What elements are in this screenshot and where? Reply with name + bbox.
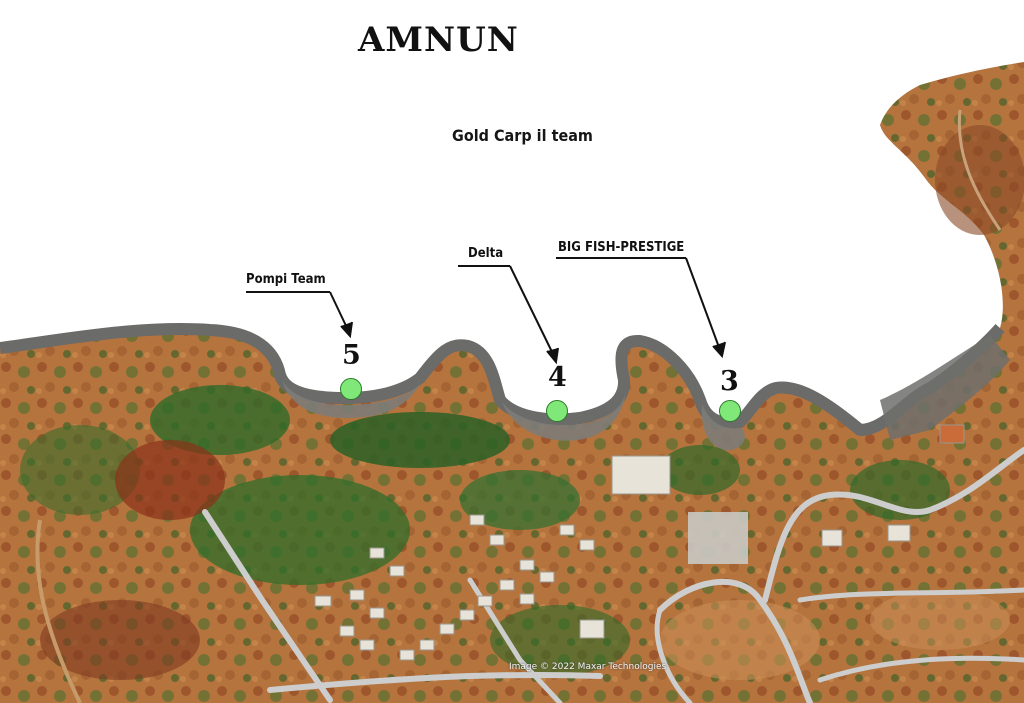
team-label-spot-4: Delta (468, 246, 504, 261)
dry-patch (660, 600, 820, 680)
beach-bay-3 (701, 404, 745, 451)
vegetation-patch (20, 425, 140, 515)
parking-lot (688, 512, 748, 564)
team-label-spot-3: BIG FISH-PRESTIGE (558, 240, 685, 255)
road (657, 578, 813, 703)
road (467, 577, 563, 703)
shoreline (0, 323, 1005, 436)
buildings (314, 424, 965, 661)
red-soil-patch (935, 125, 1024, 235)
spot-marker-5[interactable] (340, 378, 362, 400)
vegetation-patch (330, 412, 510, 468)
dry-patch (870, 590, 1010, 650)
beach-bay-4 (502, 392, 626, 441)
spot-number-5: 5 (342, 340, 361, 371)
spot-number-4: 4 (548, 362, 567, 393)
dirt-track (957, 109, 1002, 231)
map-subtitle: Gold Carp il team (452, 126, 593, 145)
vegetation-patch (660, 445, 740, 495)
red-soil-patch (115, 440, 225, 520)
vegetation-patch (190, 475, 410, 585)
imagery-credit: Image © 2022 Maxar Technologies (509, 662, 667, 672)
beach-east (880, 335, 1010, 440)
spot-marker-3[interactable] (719, 400, 741, 422)
red-soil-patch (40, 600, 200, 680)
spot-number-3: 3 (720, 366, 739, 397)
vegetation-patch (460, 470, 580, 530)
map-title: AMNUN (358, 20, 519, 60)
road (762, 447, 1024, 603)
spot-marker-4[interactable] (546, 400, 568, 422)
road (654, 607, 693, 703)
road (797, 587, 1024, 603)
pointer-arrows (246, 257, 726, 365)
vegetation-patch (850, 460, 950, 520)
road (202, 509, 333, 703)
beach-bay-5 (282, 380, 420, 418)
team-label-spot-5: Pompi Team (246, 272, 326, 287)
dirt-track (35, 519, 82, 703)
road (817, 655, 1024, 683)
road (267, 671, 603, 693)
vegetation-patch (150, 385, 290, 455)
